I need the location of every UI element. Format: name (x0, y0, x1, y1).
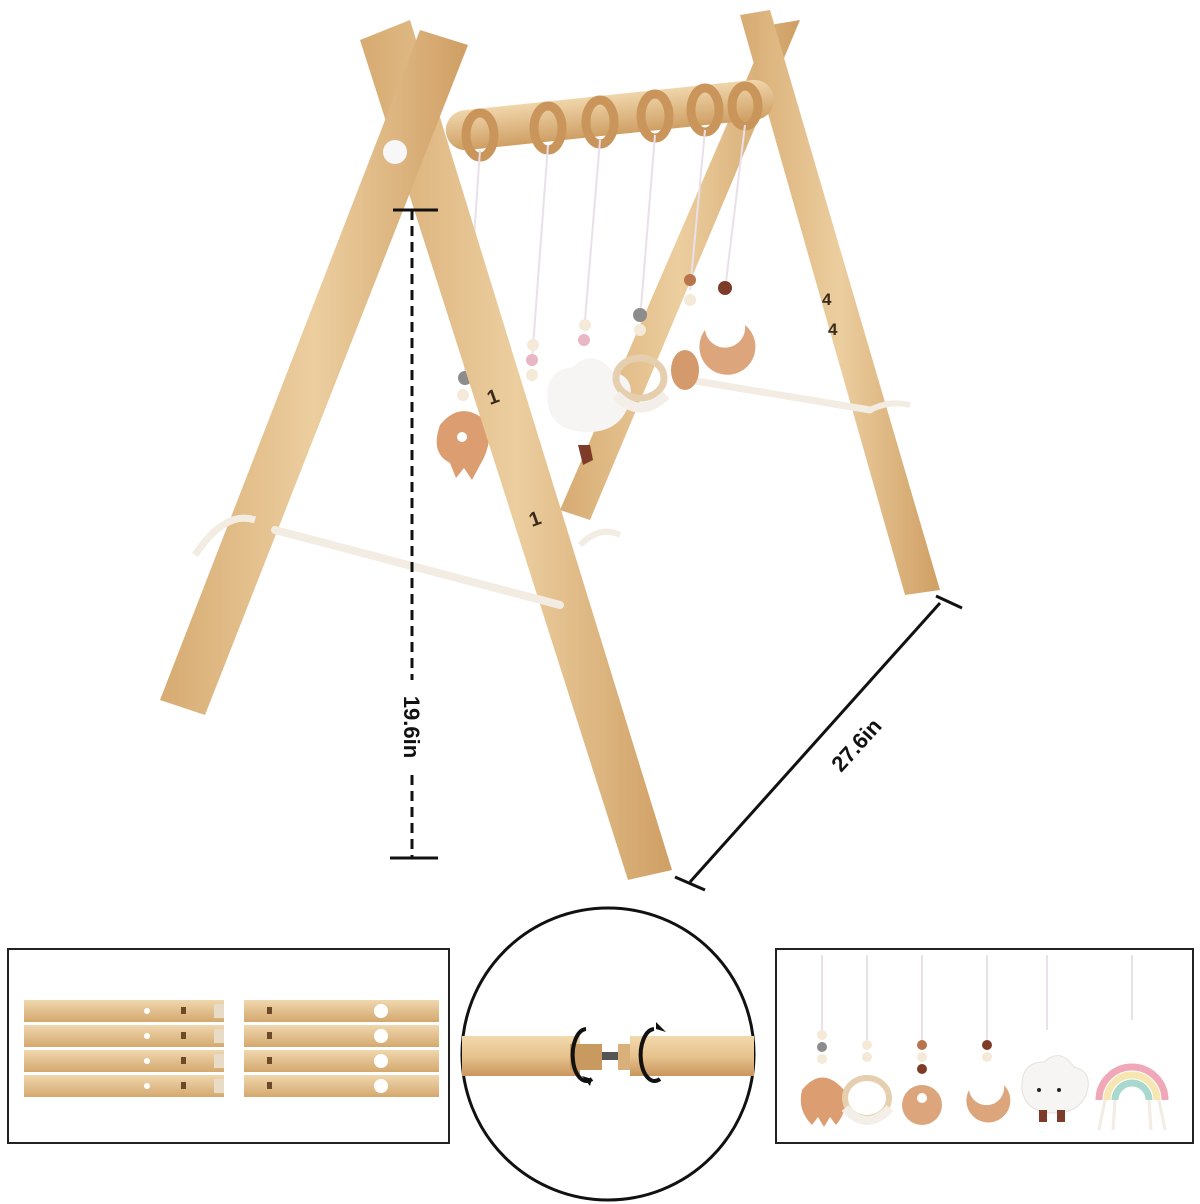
front-leg-right (360, 20, 672, 880)
toy-moon (966, 1040, 1011, 1123)
toy-ring (841, 1040, 894, 1125)
hanging-toys (436, 124, 756, 480)
cloud-toy (547, 319, 631, 465)
front-leg-left (160, 30, 468, 715)
left-plank-stack (24, 1000, 224, 1097)
rod-right (618, 1036, 754, 1076)
toy-bird (902, 1040, 942, 1125)
rotate-arrows-icon (570, 1022, 666, 1086)
back-rope-rod (577, 376, 911, 548)
moon-teether (699, 281, 756, 375)
toy-rainbow (1095, 1063, 1169, 1131)
leg-number-back-upper: 4 (822, 290, 832, 309)
toy-elephant (800, 1030, 846, 1127)
hanging-toys-image (800, 955, 1169, 1131)
right-plank-stack (244, 1000, 439, 1097)
leg-pieces-panel (7, 948, 450, 1144)
leg-pieces-image (24, 1000, 439, 1097)
bird-teether (671, 274, 699, 390)
connector-detail-image (460, 906, 756, 1202)
height-dimension-label: 19.6in (399, 696, 424, 758)
elephant-teether (436, 371, 489, 480)
front-rope-rod (192, 514, 564, 609)
toy-cloud (1021, 1055, 1089, 1122)
hanging-toys-panel (775, 948, 1194, 1144)
connector-detail-circle (458, 904, 758, 1204)
beads-pink (526, 339, 539, 381)
front-frame (160, 20, 672, 880)
threaded-connector (602, 1052, 620, 1060)
back-leg-right (740, 10, 940, 595)
length-dimension (674, 594, 963, 892)
cloud-clip (383, 140, 407, 164)
ring-rattle (612, 308, 670, 413)
length-dimension-label: 27.6in (826, 713, 886, 776)
play-gym-figure: 1 1 4 4 19.6in 27.6in (160, 10, 963, 892)
height-dimension (390, 208, 438, 860)
leg-number-back-lower: 4 (828, 320, 838, 339)
